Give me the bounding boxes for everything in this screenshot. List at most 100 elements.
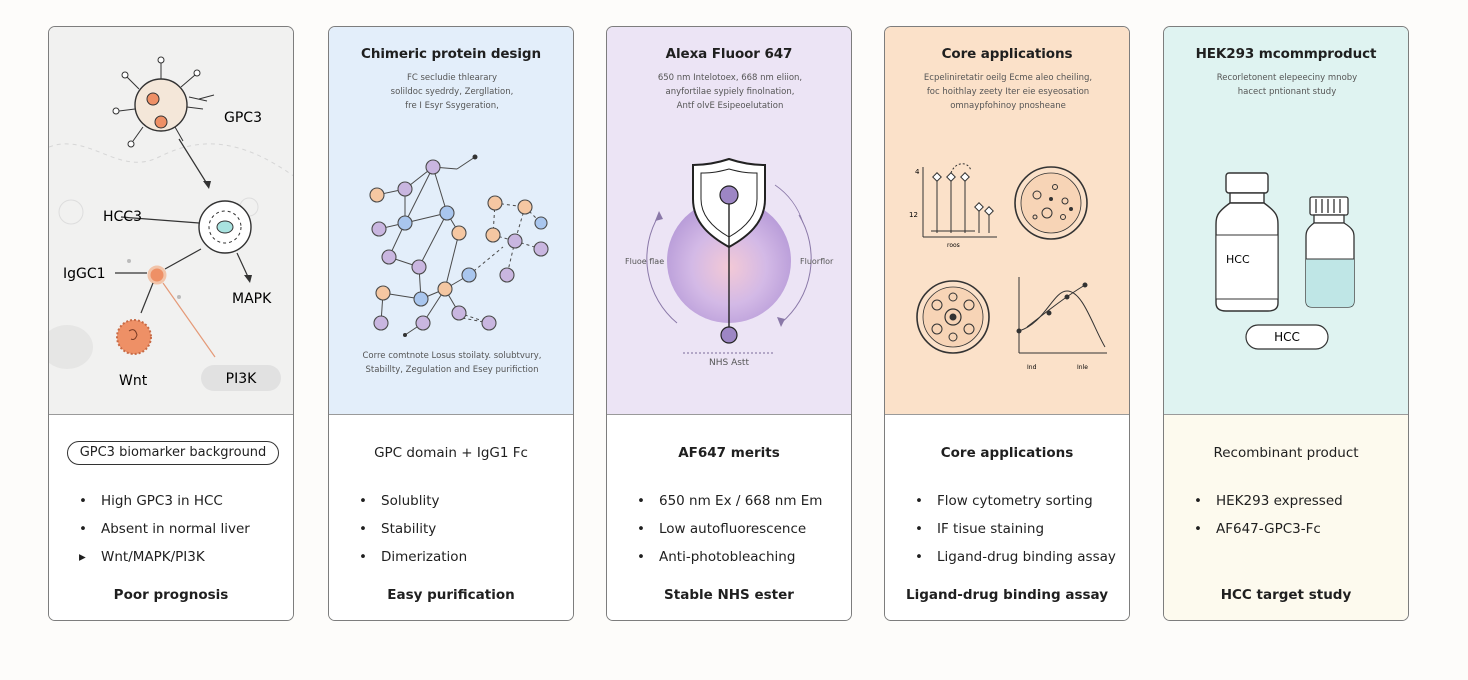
bullet-list: •High GPC3 in HCC •Absent in normal live…: [79, 487, 250, 571]
binding-curve-chart-icon: [1016, 277, 1107, 354]
hcc-pill: [1245, 324, 1329, 350]
protein-node: [451, 225, 467, 241]
panel-footer: Ligand-drug binding assay: [905, 587, 1109, 603]
panel-heading: Core applications: [940, 445, 1074, 461]
tissue-staining-icon: [916, 280, 990, 354]
label-fluor-right: Fluorflor: [800, 257, 834, 266]
list-item: •HEK293 expressed: [1194, 493, 1343, 509]
panel-top-description: 650 nm Intelotoex, 668 nm eliion, anyfor…: [657, 73, 803, 111]
list-item: •Solublity: [359, 493, 440, 509]
panel-footer: Poor prognosis: [113, 587, 229, 603]
protein-node: [487, 195, 503, 211]
label-mapk: MAPK: [232, 291, 272, 307]
protein-node: [397, 215, 413, 231]
panel-footer: Easy purification: [387, 587, 515, 603]
fluorophore-shield-diagram: Fluoe flae Fluorflor NHS Astt: [625, 157, 834, 368]
protein-node: [517, 199, 533, 215]
protein-node: [533, 241, 549, 257]
panel-bottom: Recombinant product •HEK293 expressed •A…: [1164, 415, 1408, 620]
list-item: •High GPC3 in HCC: [79, 493, 223, 509]
panel-heading: AF647 merits: [678, 445, 780, 461]
protein-node: [461, 267, 477, 283]
protein-node: [481, 315, 497, 331]
decor-blob: [49, 325, 93, 369]
list-item: •Stability: [359, 521, 437, 537]
panel-core-applications: Core applications Ecpeliniretatir oeilg …: [884, 26, 1130, 621]
panel-top: Chimeric protein design FC secludie thle…: [329, 27, 573, 414]
list-item: •Dimerization: [359, 549, 468, 565]
chart1-tick-mid: 12: [909, 211, 918, 219]
iggc1-node-icon: [147, 265, 167, 285]
nhs-ester-node: [720, 326, 738, 344]
panel-top-description: Recorletonent elepeeciny mnoby hacect pn…: [1216, 73, 1358, 97]
list-item: ▸Wnt/MAPK/PI3K: [79, 549, 205, 565]
vial-label: HCC: [1226, 253, 1250, 266]
protein-node: [439, 205, 455, 221]
panel-top-title: HEK293 mcommproduct: [1195, 46, 1377, 62]
protein-node: [415, 315, 431, 331]
protein-node: [451, 305, 467, 321]
vial-icon: [1215, 172, 1279, 312]
protein-node: [485, 227, 501, 243]
protein-node: [437, 281, 453, 297]
panel-heading: GPC3 biomarker background: [67, 441, 279, 465]
panel-alexa-fluor: Alexa Fluoor 647 650 nm Intelotoex, 668 …: [606, 26, 852, 621]
panel-chimeric-protein: Chimeric protein design FC secludie thle…: [328, 26, 574, 621]
list-item: •AF647-GPC3-Fc: [1194, 521, 1321, 537]
bullet-list: •Solublity •Stability •Dimerization: [359, 487, 467, 571]
list-item: •Anti-photobleaching: [637, 549, 796, 565]
label-gpc3: GPC3: [224, 110, 262, 126]
gpc3-pathway-diagram: GPC3 HCC3 IgGC1 MAPK Wnt PI3K: [49, 56, 293, 391]
protein-node: [507, 233, 523, 249]
panel-bottom: GPC domain + IgG1 Fc •Solublity •Stabili…: [329, 415, 573, 620]
chart1-x-label: roos: [947, 242, 960, 249]
panel-top-description: Ecpeliniretatir oeilg Ecme aleo cheiling…: [923, 73, 1093, 111]
product-vials-diagram: HCC HCC: [1215, 172, 1355, 350]
panel-caption: Corre comtnote Losus stoilaty. solubtvur…: [362, 351, 542, 375]
protein-node: [371, 221, 387, 237]
list-item: •IF tisue staining: [915, 521, 1045, 537]
panel-top: Core applications Ecpeliniretatir oeilg …: [885, 27, 1129, 414]
petri-dish-icon: [1014, 166, 1088, 240]
list-item: •Flow cytometry sorting: [915, 493, 1093, 509]
hcc3-receptor-icon: [198, 200, 252, 254]
panel-top: GPC3 HCC3 IgGC1 MAPK Wnt PI3K: [49, 27, 293, 414]
protein-node: [411, 259, 427, 275]
list-item: •Absent in normal liver: [79, 521, 250, 537]
panel-top-title: Core applications: [941, 46, 1073, 62]
decor-circle: [58, 199, 84, 225]
small-vial-icon: [1305, 196, 1355, 308]
panel-heading: Recombinant product: [1213, 445, 1359, 461]
protein-node: [534, 216, 548, 230]
panel-recombinant-product: HEK293 mcommproduct Recorletonent elepee…: [1163, 26, 1409, 621]
bullet-list: •650 nm Ex / 668 nm Em •Low autofluoresc…: [637, 487, 822, 571]
panel-top: Alexa Fluoor 647 650 nm Intelotoex, 668 …: [607, 27, 851, 414]
label-nhs: NHS Astt: [709, 358, 749, 368]
protein-node: [499, 267, 515, 283]
pi3k-pill: [201, 365, 281, 391]
panel-bottom: GPC3 biomarker background •High GPC3 in …: [49, 415, 293, 620]
list-item: •Ligand-drug binding assay: [915, 549, 1116, 565]
label-pi3k: PI3K: [226, 371, 257, 387]
chart1-tick-top: 4: [915, 168, 920, 176]
list-item: •Low autofluorescence: [637, 521, 807, 537]
wnt-spiky-icon: [116, 319, 152, 355]
chart2-x-right: Inle: [1077, 364, 1088, 371]
list-item: •650 nm Ex / 668 nm Em: [637, 493, 823, 509]
gpc3-cell-icon: [112, 56, 208, 148]
panel-top-description: FC secludie thlearary solildoc syedrdy, …: [390, 73, 514, 111]
decor-swirl: [49, 143, 293, 177]
protein-node: [397, 181, 413, 197]
panel-top-title: Chimeric protein design: [361, 46, 541, 62]
protein-network-diagram: [369, 154, 549, 337]
protein-node: [425, 159, 441, 175]
flow-cytometry-chart-icon: [922, 163, 997, 238]
panel-top: HEK293 mcommproduct Recorletonent elepee…: [1164, 27, 1408, 414]
bullet-list: •Flow cytometry sorting •IF tisue staini…: [915, 487, 1116, 571]
panel-bottom: Core applications •Flow cytometry sortin…: [885, 415, 1129, 620]
shield-icon: [692, 157, 766, 249]
pill-label: HCC: [1274, 330, 1300, 344]
panel-heading: GPC domain + IgG1 Fc: [374, 445, 528, 461]
bullet-list: •HEK293 expressed •AF647-GPC3-Fc: [1194, 487, 1343, 543]
